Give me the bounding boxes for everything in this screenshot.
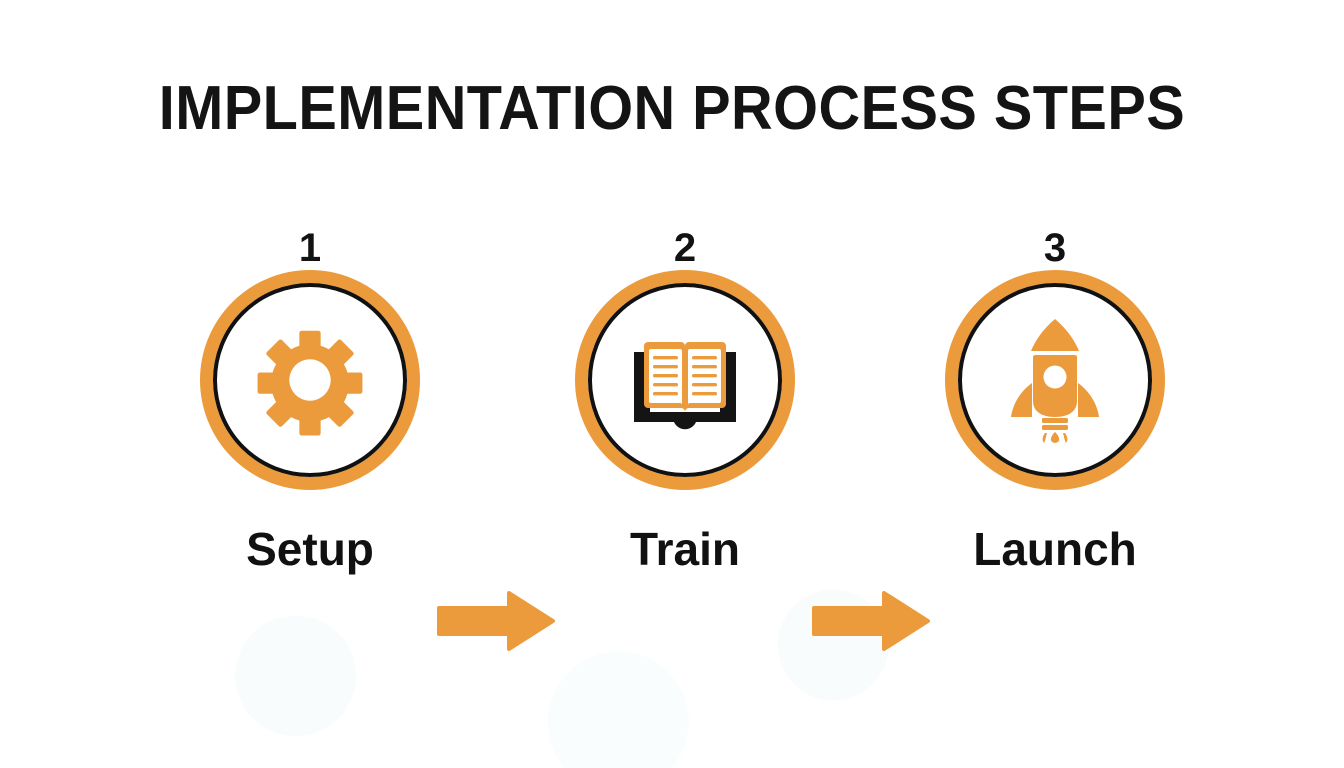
gear-icon (257, 330, 363, 436)
step-item-launch[interactable]: 3 (905, 228, 1205, 628)
step-number: 3 (1043, 226, 1067, 270)
step-icon-container (213, 283, 407, 477)
step-number: 1 (298, 226, 322, 270)
step-item-train[interactable]: 2 (535, 228, 835, 628)
step-icon-container (958, 283, 1152, 477)
step-item-setup[interactable]: 1 Setup (160, 228, 460, 628)
arrow-right-icon (437, 591, 555, 651)
step-circle[interactable] (945, 270, 1165, 490)
step-circle[interactable] (200, 270, 420, 490)
rocket-icon (1011, 319, 1099, 443)
arrow-right-icon (812, 591, 930, 651)
connector-arrow-2 (812, 590, 930, 652)
step-circle[interactable] (575, 270, 795, 490)
page-title: IMPLEMENTATION PROCESS STEPS (158, 74, 1186, 143)
circle-inner-ring (588, 283, 782, 477)
connector-arrow-1 (437, 590, 555, 652)
steps-row: 1 Setup 2 (0, 228, 1344, 651)
open-book-icon (634, 342, 736, 430)
circle-inner-ring (213, 283, 407, 477)
step-number: 2 (673, 226, 697, 270)
step-label: Setup (246, 523, 374, 575)
step-label: Launch (973, 523, 1137, 575)
step-icon-container (588, 283, 782, 477)
step-label: Train (630, 523, 740, 575)
circle-inner-ring (958, 283, 1152, 477)
